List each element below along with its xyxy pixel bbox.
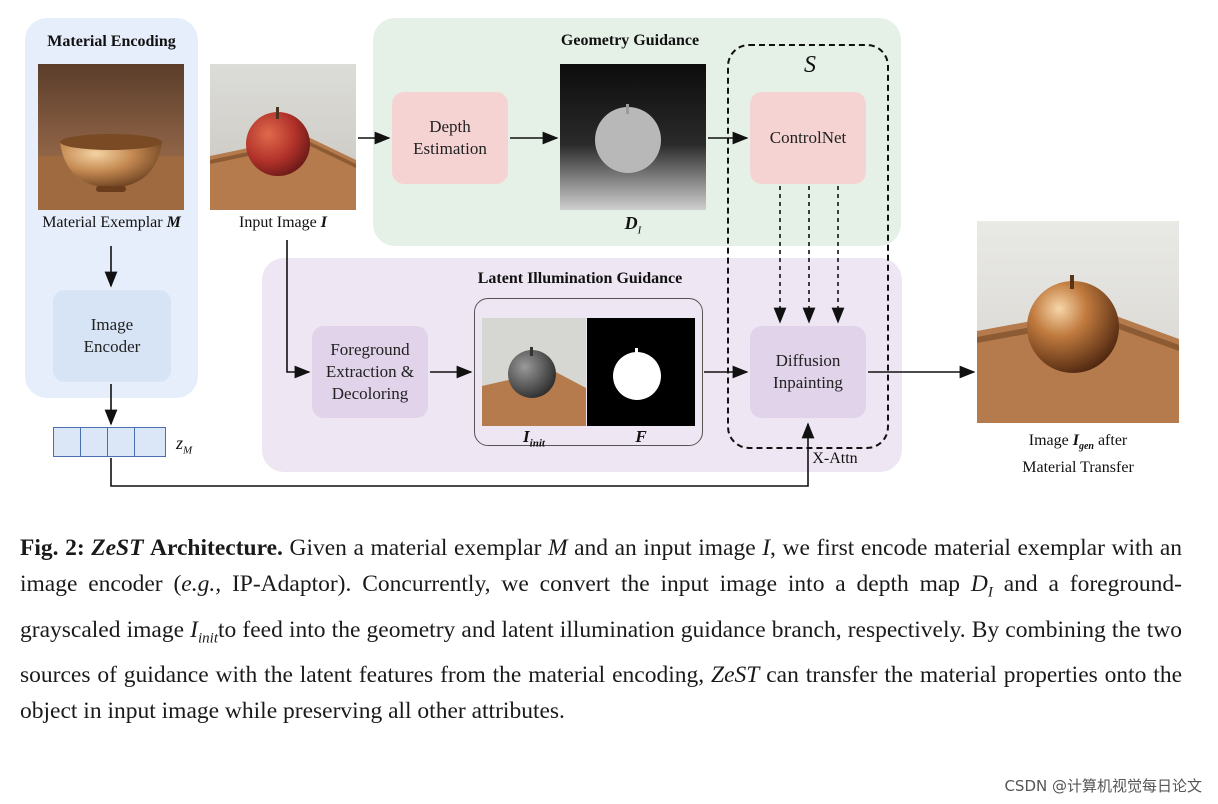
depth-map-label: DI — [624, 213, 642, 237]
depth-map-image — [560, 64, 706, 210]
diffusion-inpainting-box: Diffusion Inpainting — [750, 326, 866, 418]
arrow-latent-to-xattn — [110, 422, 815, 487]
output-image — [977, 221, 1179, 423]
watermark: CSDN @计算机视觉每日论文 — [1004, 777, 1202, 795]
depth-estimation-box: Depth Estimation — [392, 92, 508, 184]
output-label: Image Igen after Material Transfer — [1022, 432, 1134, 477]
input-image-label: Input Image I — [239, 214, 327, 231]
arrow-input-to-foreground — [286, 240, 311, 379]
controlnet-box: ControlNet — [750, 92, 866, 184]
init-grayscale-image — [482, 318, 586, 426]
x-attn-label: X-Attn — [812, 450, 858, 467]
diffusion-inpainting-label: Diffusion Inpainting — [773, 351, 843, 392]
material-exemplar-label: Material Exemplar M — [42, 214, 181, 231]
material-exemplar-image — [38, 64, 184, 210]
input-image — [210, 64, 356, 210]
foreground-extraction-box: Foreground Extraction & Decoloring — [312, 326, 428, 418]
z-m-label: zM — [176, 433, 193, 457]
depth-estimation-label: Depth Estimation — [413, 117, 487, 158]
latent-cell-2 — [80, 427, 108, 457]
i-init-label: Iinit — [523, 427, 545, 450]
latent-cell-4 — [134, 427, 166, 457]
material-encoding-title: Material Encoding — [47, 33, 176, 50]
image-encoder-label: Image Encoder — [83, 315, 141, 356]
image-encoder-box: Image Encoder — [53, 290, 171, 382]
controlnet-label: ControlNet — [769, 128, 847, 147]
init-mask-group-frame — [474, 298, 703, 446]
latent-cell-1 — [53, 427, 81, 457]
foreground-mask-image — [587, 318, 695, 426]
s-symbol: S — [804, 52, 816, 78]
figure-caption: Fig. 2: ZeST Architecture. Given a mater… — [20, 535, 1183, 724]
mask-f-label: F — [635, 427, 647, 446]
geometry-guidance-title: Geometry Guidance — [560, 32, 700, 49]
foreground-extraction-label: Foreground Extraction & Decoloring — [325, 340, 415, 403]
latent-illumination-title: Latent Illumination Guidance — [477, 270, 683, 287]
arrows-layer — [104, 131, 976, 487]
